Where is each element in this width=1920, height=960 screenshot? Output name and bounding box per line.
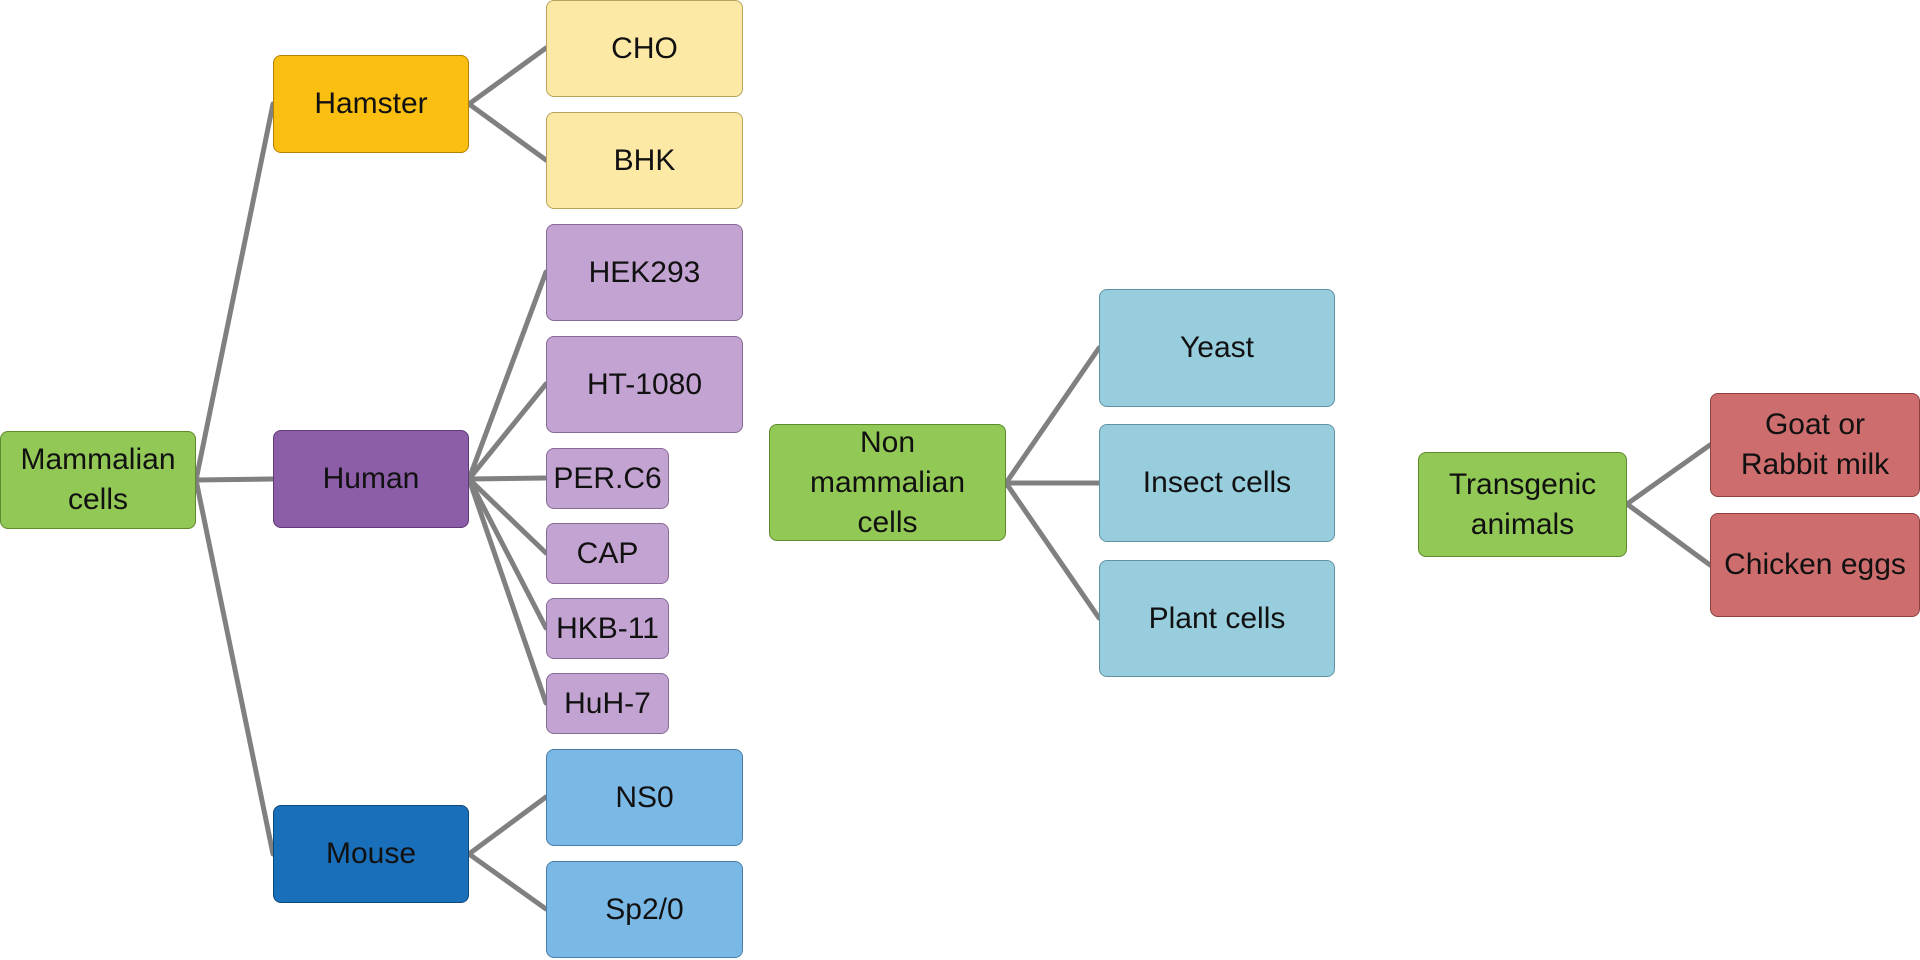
connector-human-hkb11	[466, 476, 549, 631]
node-mammalian-cells-line1: Mammalian	[20, 443, 176, 476]
node-hamster-label: Hamster	[314, 87, 428, 120]
connector-human-hek293	[466, 269, 549, 482]
node-bhk-label: BHK	[613, 143, 676, 177]
node-mouse-label: Mouse	[325, 837, 417, 870]
node-transgenic-line1: Transgenic	[1448, 467, 1597, 501]
node-non-mammalian-line1: Non	[859, 425, 916, 459]
node-cap: CAP	[546, 523, 669, 584]
node-human-label: Human	[322, 462, 420, 495]
node-huh7: HuH-7	[546, 673, 669, 734]
node-non-mammalian-cells: Non mammalian cells	[769, 424, 1006, 541]
connector-mammalian-hamster	[193, 101, 276, 483]
node-hek293-label: HEK293	[588, 255, 701, 289]
node-cho-label: CHO	[611, 31, 678, 65]
node-plant-cells-label: Plant cells	[1148, 601, 1286, 635]
node-ns0: NS0	[546, 749, 743, 846]
node-plant-cells: Plant cells	[1099, 560, 1335, 677]
connector-transgenic-goat	[1624, 442, 1713, 507]
node-non-mammalian-line3: cells	[857, 505, 918, 539]
connector-nonmam-yeast	[1003, 345, 1102, 486]
node-hkb11-label: HKB-11	[556, 611, 659, 645]
node-ht1080: HT-1080	[546, 336, 743, 433]
connector-nonmam-plant	[1003, 480, 1102, 621]
node-mouse: Mouse	[273, 805, 469, 903]
connector-mouse-ns0	[466, 794, 549, 857]
connector-human-cap	[466, 476, 549, 556]
node-sp20-label: Sp2/0	[605, 892, 684, 926]
connector-mammalian-human	[193, 476, 276, 483]
node-perc6-label: PER.C6	[553, 461, 662, 495]
node-perc6: PER.C6	[546, 448, 669, 509]
node-insect-cells-label: Insect cells	[1142, 466, 1292, 499]
connector-hamster-cho	[466, 45, 549, 107]
node-mammalian-cells-line2: cells	[67, 483, 128, 516]
node-goat-line1: Goat or	[1764, 408, 1866, 441]
connector-mammalian-mouse	[193, 477, 276, 857]
connector-mouse-sp20	[466, 851, 549, 912]
node-non-mammalian-line2: mammalian	[809, 465, 966, 499]
node-ns0-label: NS0	[615, 780, 674, 814]
connector-human-perc6	[466, 475, 549, 482]
node-ht1080-label: HT-1080	[586, 367, 703, 401]
node-sp20: Sp2/0	[546, 861, 743, 958]
node-chicken-eggs-label: Chicken eggs	[1724, 548, 1906, 581]
node-hek293: HEK293	[546, 224, 743, 321]
node-cap-label: CAP	[576, 536, 639, 570]
node-yeast-label: Yeast	[1180, 331, 1254, 364]
node-goat-line2: Rabbit milk	[1740, 448, 1890, 481]
node-yeast: Yeast	[1099, 289, 1335, 407]
node-hamster: Hamster	[273, 55, 469, 153]
node-human: Human	[273, 430, 469, 528]
node-transgenic-line2: animals	[1470, 507, 1575, 541]
node-transgenic-animals: Transgenic animals	[1418, 452, 1627, 557]
node-chicken-eggs: Chicken eggs	[1710, 513, 1920, 617]
connector-human-ht1080	[466, 381, 549, 482]
node-insect-cells: Insect cells	[1099, 424, 1335, 542]
connector-hamster-bhk	[466, 101, 549, 163]
node-huh7-label: HuH-7	[564, 686, 651, 720]
node-goat-rabbit-milk: Goat or Rabbit milk	[1710, 393, 1920, 497]
connector-human-huh7	[466, 476, 549, 706]
node-bhk: BHK	[546, 112, 743, 209]
node-hkb11: HKB-11	[546, 598, 669, 659]
node-cho: CHO	[546, 0, 743, 97]
node-mammalian-cells: Mammalian cells	[0, 431, 196, 529]
connector-transgenic-chicken	[1624, 501, 1713, 568]
